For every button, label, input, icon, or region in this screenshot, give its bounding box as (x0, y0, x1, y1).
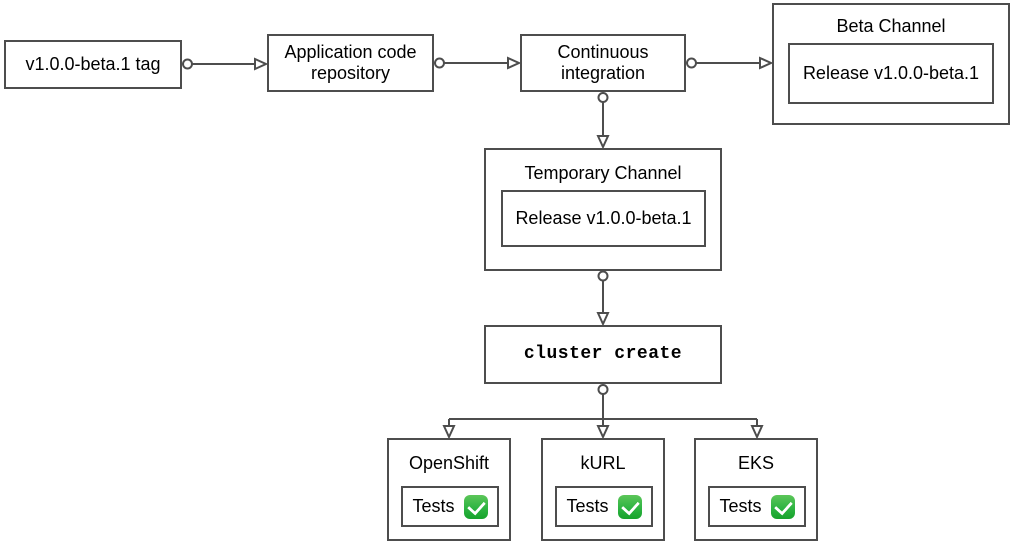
node-temporary-channel: Temporary Channel Release v1.0.0-beta.1 (484, 148, 722, 271)
node-beta-channel: Beta Channel Release v1.0.0-beta.1 (772, 3, 1010, 125)
cluster-create-command-label: cluster create (523, 344, 683, 365)
openshift-title: OpenShift (408, 453, 490, 473)
node-continuous-integration-label: Continuous integration (557, 42, 649, 83)
node-openshift: OpenShift Tests (387, 438, 511, 541)
node-continuous-integration: Continuous integration (520, 34, 686, 92)
openshift-tests-box: Tests (401, 486, 499, 527)
node-cluster-create: cluster create (484, 325, 722, 384)
kurl-tests-box: Tests (555, 486, 653, 527)
check-mark-icon (617, 494, 642, 519)
temporary-channel-release-box: Release v1.0.0-beta.1 (501, 190, 706, 247)
node-kurl: kURL Tests (541, 438, 665, 541)
beta-channel-release-label: Release v1.0.0-beta.1 (802, 63, 980, 84)
edge-repo-ci (434, 56, 522, 70)
edge-tag-repo (182, 57, 269, 71)
edge-cluster-create-platforms (442, 384, 764, 440)
beta-channel-title: Beta Channel (836, 16, 946, 36)
temporary-channel-title: Temporary Channel (524, 163, 682, 183)
eks-title: EKS (737, 453, 775, 473)
edge-temp-channel-cluster-create (596, 270, 610, 327)
edge-ci-temp-channel (596, 92, 610, 150)
check-mark-icon (770, 494, 795, 519)
temporary-channel-release-label: Release v1.0.0-beta.1 (515, 208, 692, 229)
node-eks: EKS Tests (694, 438, 818, 541)
kurl-title: kURL (580, 453, 626, 473)
node-version-tag-label: v1.0.0-beta.1 tag (25, 54, 161, 75)
beta-channel-release-box: Release v1.0.0-beta.1 (788, 43, 994, 104)
node-application-code-repository-label: Application code repository (284, 42, 417, 83)
eks-tests-box: Tests (708, 486, 806, 527)
node-version-tag: v1.0.0-beta.1 tag (4, 40, 182, 89)
openshift-tests-label: Tests (412, 496, 455, 517)
node-application-code-repository: Application code repository (267, 34, 434, 92)
eks-tests-label: Tests (719, 496, 762, 517)
kurl-tests-label: Tests (566, 496, 609, 517)
edge-ci-beta-channel (686, 56, 774, 70)
check-mark-icon (463, 494, 488, 519)
